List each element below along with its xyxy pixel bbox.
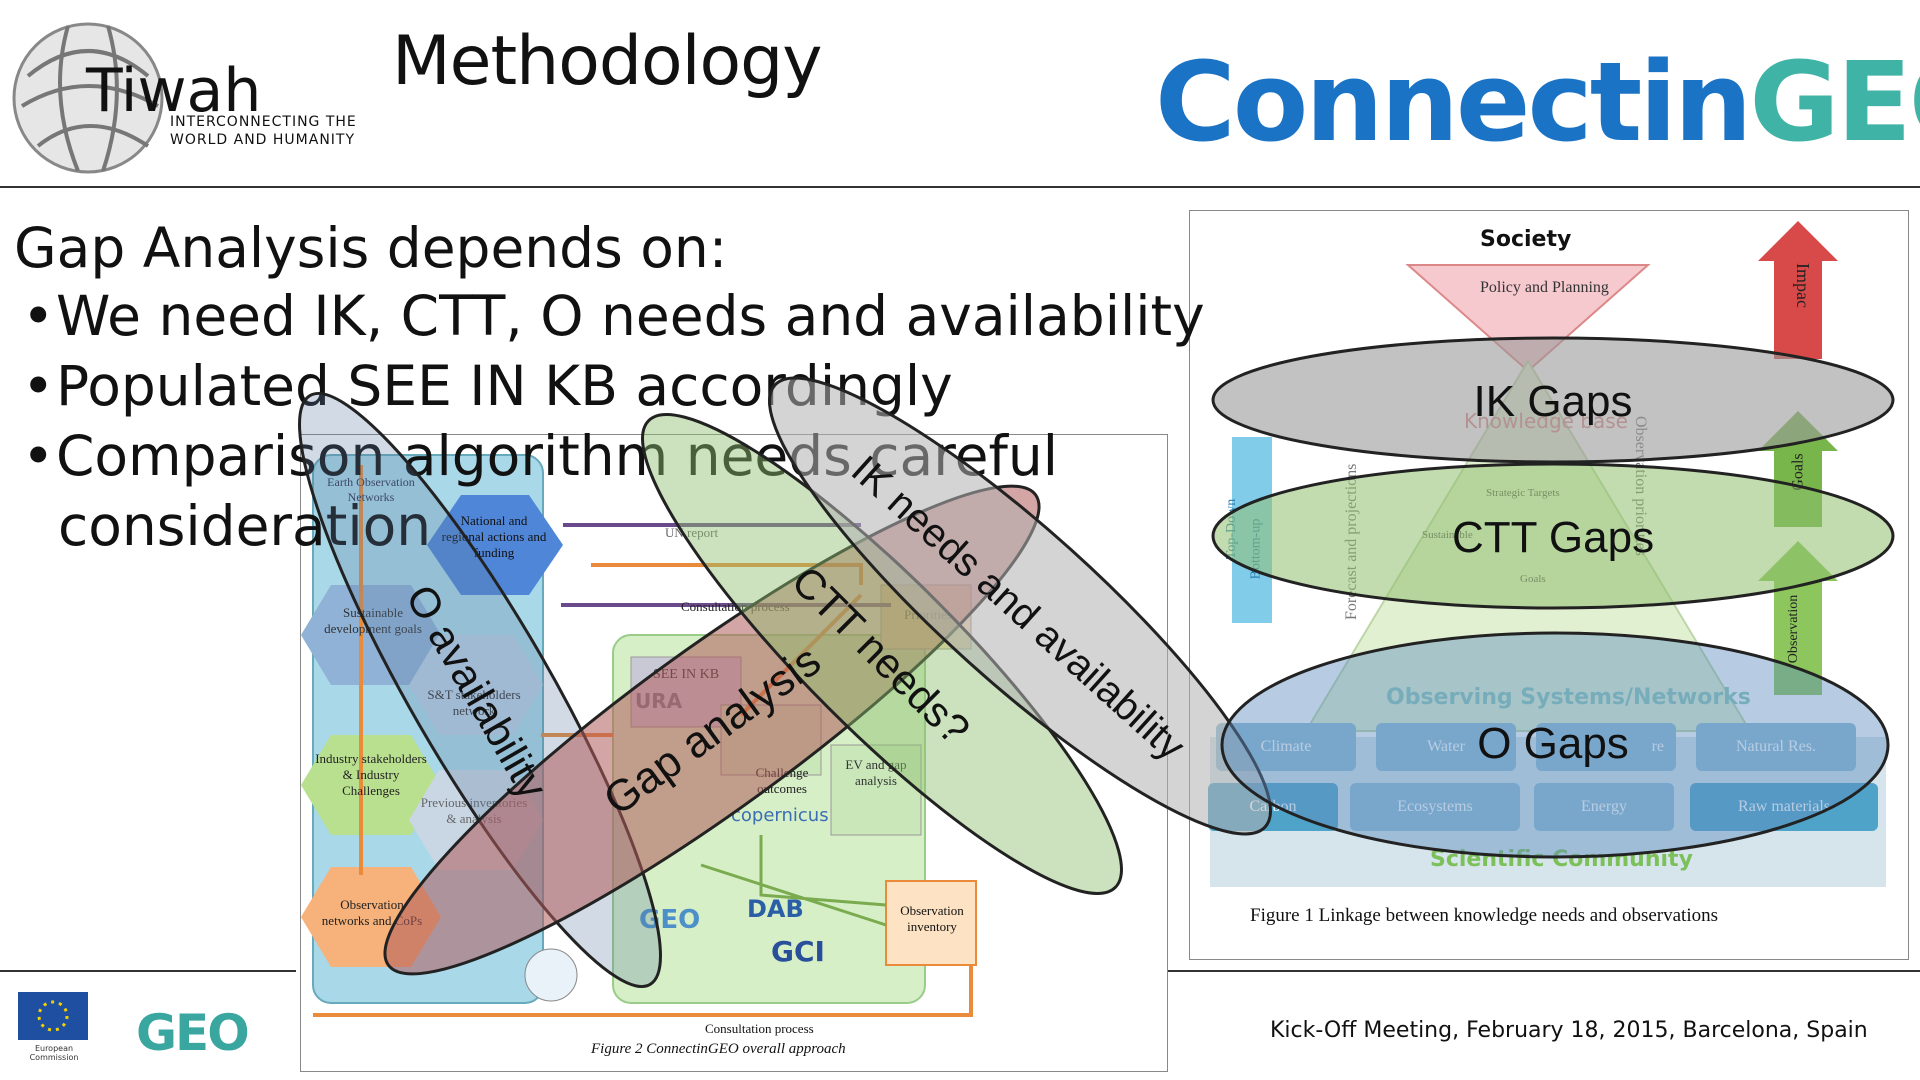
gci-logo: GCI — [771, 935, 825, 968]
fig1-knowledge-base-label: Knowledge base — [1464, 409, 1628, 433]
fig1-cell-raw-materials: Raw materials — [1690, 783, 1878, 831]
fig1-top-down-label: Top-Down — [1224, 498, 1240, 560]
box-previous-inventories: Previous inventories & analysis — [420, 795, 528, 826]
footer-divider-left — [0, 970, 296, 972]
figure-2-caption: Figure 2 ConnectinGEO overall approach — [591, 1041, 846, 1057]
fig1-observing-systems-label: Observing Systems/Networks — [1386, 685, 1751, 710]
geo-logo-in-figure: GEO — [639, 905, 701, 935]
tiwah-tagline-1: INTERCONNECTING THE — [170, 114, 357, 130]
box-ev-gap-analysis: EV and gap analysis — [845, 757, 907, 788]
fig1-cell-ecosystems: Ecosystems — [1350, 783, 1520, 831]
fig1-goals-label: Goals — [1520, 573, 1546, 585]
box-see-in-kb: SEE IN KB — [652, 667, 720, 682]
fig1-society-label: Society — [1480, 227, 1572, 252]
fig1-strategic-targets-label: Strategic Targets — [1486, 487, 1560, 499]
fig1-scientific-community-label: Scientific Community — [1430, 847, 1693, 872]
box-national-actions: National and regional actions and fundin… — [441, 513, 547, 560]
fig1-observation-arrow-label: Observation — [1786, 594, 1802, 664]
connectingeo-logo: ConnectinGEO — [1155, 38, 1920, 166]
fig1-cell-climate: Climate — [1216, 723, 1356, 771]
bullet-item: •Populated SEE IN KB accordingly — [22, 354, 953, 418]
fig1-goals-arrow-label: Goals — [1789, 453, 1807, 491]
box-consultation-process-top: Consultation process — [681, 599, 790, 614]
fig1-bottom-up-label: Bottom-up — [1248, 518, 1264, 580]
connectingeo-logo-part2: GEO — [1749, 38, 1920, 166]
header-divider — [0, 186, 1920, 188]
bullet-dot-icon: • — [22, 354, 55, 418]
tiwah-tagline-2: WORLD AND HUMANITY — [170, 132, 356, 148]
bullet-text: We need IK, CTT, O needs and availabilit… — [56, 284, 1205, 348]
bullet-item: •Comparison algorithm needs careful — [22, 424, 1058, 488]
european-commission-logo: European Commission — [14, 988, 92, 1066]
fig1-cell-natural-res: Natural Res. — [1696, 723, 1856, 771]
figure-1-linkage-diagram: Society Policy and Planning Knowledge ba… — [1189, 210, 1909, 960]
fig1-sustainable-label: Sustainable — [1422, 529, 1473, 541]
fig1-cell-re: re — [1536, 723, 1676, 771]
fig1-cell-carbon: Carbon — [1208, 783, 1338, 831]
box-consultation-process-bottom: Consultation process — [705, 1021, 814, 1036]
bullet-text: Populated SEE IN KB accordingly — [56, 354, 953, 418]
connectingeo-logo-part1: Connectin — [1155, 38, 1752, 166]
fig1-forecast-label: Forecast and projections — [1343, 463, 1360, 620]
tiwah-name: Tiwah — [86, 56, 262, 126]
box-industry-stakeholders: Industry stakeholders & Industry Challen… — [315, 751, 427, 798]
copernicus-logo: copernicus — [731, 805, 829, 826]
ec-logo-label: European Commission — [29, 1044, 79, 1062]
tiwah-logo — [8, 6, 398, 186]
bullet-dot-icon: • — [22, 424, 55, 488]
fig1-observation-priorities-label: Observation priorities — [1632, 416, 1649, 556]
geo-footer-logo: GEO — [136, 1004, 250, 1062]
fig1-cell-energy: Energy — [1534, 783, 1674, 831]
footer-meeting-text: Kick-Off Meeting, February 18, 2015, Bar… — [1270, 1018, 1868, 1043]
bullet-dot-icon: • — [22, 284, 55, 348]
bullet-text-continuation: consideration — [58, 494, 432, 558]
box-st-stakeholders: S&T stakeholders network — [427, 687, 521, 718]
tiwah-globe-icon — [12, 22, 164, 174]
box-un-report: UN report — [665, 525, 719, 540]
box-priorities: Priorities — [904, 607, 952, 622]
figure-1-caption: Figure 1 Linkage between knowledge needs… — [1250, 905, 1719, 926]
bullet-item: •We need IK, CTT, O needs and availabili… — [22, 284, 1205, 348]
slide-title: Methodology — [392, 22, 823, 101]
fig1-policy-label: Policy and Planning — [1480, 279, 1609, 296]
lead-text: Gap Analysis depends on: — [14, 216, 728, 280]
box-challenge-outcomes: Challenge outcomes — [755, 765, 809, 796]
dab-logo: DAB — [747, 895, 804, 923]
box-observation-networks: Observation networks and CoPs — [321, 897, 423, 928]
bullet-text: Comparison algorithm needs careful — [56, 424, 1058, 488]
eu-flag-icon — [18, 992, 88, 1040]
ura-logo: URA — [635, 689, 683, 713]
box-observation-inventory: Observation inventory — [900, 903, 964, 934]
fig1-cell-water: Water — [1376, 723, 1516, 771]
fig1-impact-arrow-label: Impac — [1792, 263, 1813, 308]
box-sustainable-development-goals: Sustainable development goals — [324, 605, 422, 636]
footer-divider-right — [1168, 970, 1920, 972]
